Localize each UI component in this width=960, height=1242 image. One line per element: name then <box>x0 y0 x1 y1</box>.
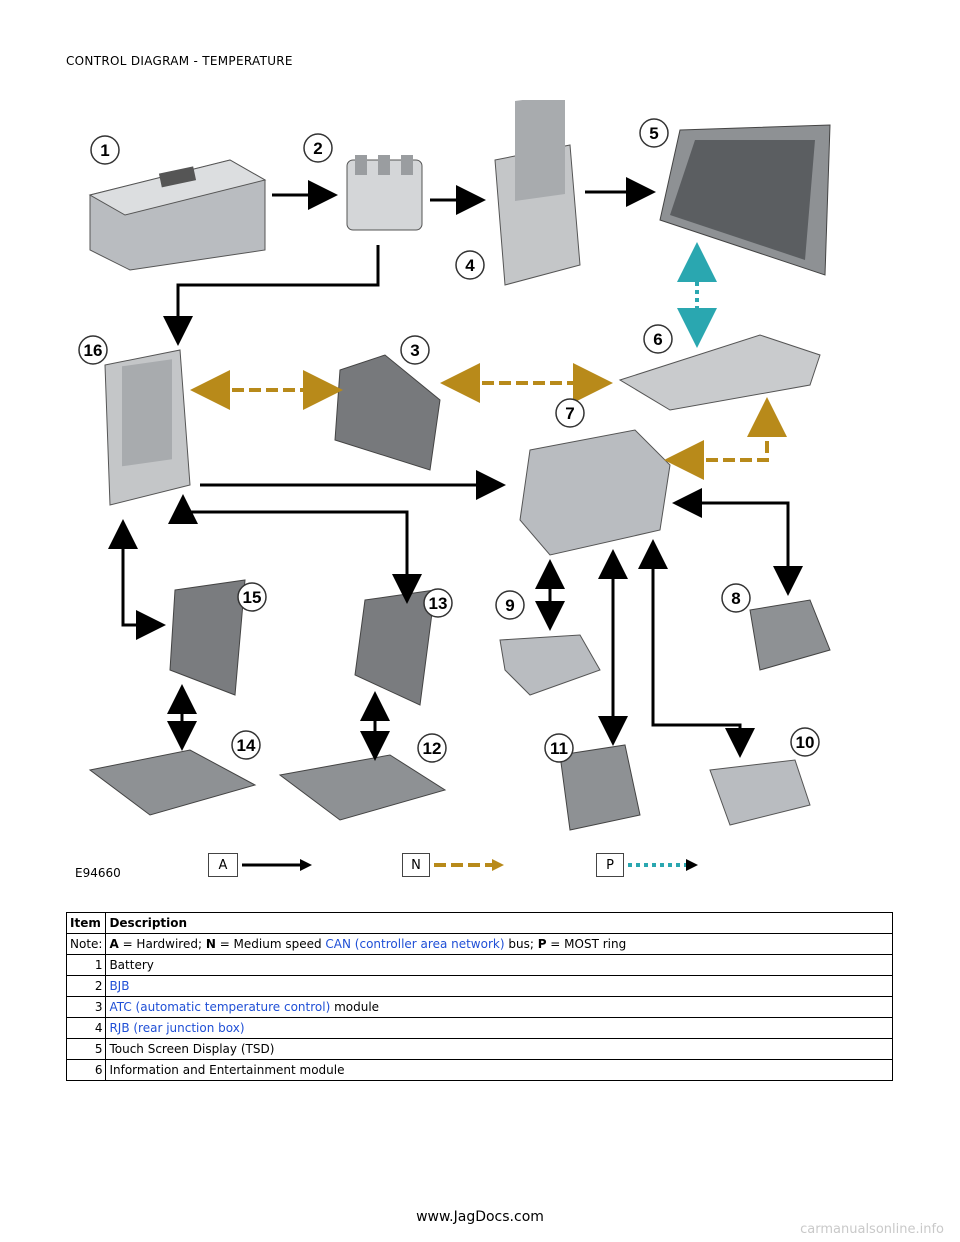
header-item: Item <box>65 912 107 934</box>
callout-circle-2 <box>303 133 333 163</box>
callout-label-14: 14 <box>237 736 256 755</box>
row-description: Information and Entertainment module <box>105 1059 893 1081</box>
callout-label-10: 10 <box>796 733 815 752</box>
callout-label-8: 8 <box>731 589 740 608</box>
actuator-8-illustration <box>749 599 831 671</box>
header-description: Description <box>105 912 893 934</box>
row-description: ATC (automatic temperature control) modu… <box>105 996 893 1018</box>
callout-circle-7 <box>555 398 585 428</box>
callout-label-7: 7 <box>565 404 574 423</box>
callout-circle-6 <box>643 324 673 354</box>
sensor-13-illustration <box>354 589 436 706</box>
callout-label-11: 11 <box>550 739 568 758</box>
callout-circle-16 <box>78 335 108 365</box>
atc-module-illustration <box>334 354 441 471</box>
table-header-row: Item Description <box>65 912 893 934</box>
row-description: Touch Screen Display (TSD) <box>105 1038 893 1060</box>
hardwired-connections <box>108 177 803 761</box>
tsd-illustration <box>659 124 831 276</box>
note-row: Note: A = Hardwired; N = Medium speed CA… <box>65 933 893 955</box>
actuator-11-illustration <box>559 744 641 831</box>
row-description-text: Touch Screen Display (TSD) <box>109 1042 275 1056</box>
row-item-number: 2 <box>65 975 107 997</box>
callout-label-12: 12 <box>423 739 442 758</box>
sensor-15-illustration <box>169 579 246 696</box>
legend-arrow-can <box>434 859 504 871</box>
callout-label-2: 2 <box>313 139 322 158</box>
row-description-link[interactable]: RJB (rear junction box) <box>109 1021 245 1035</box>
callout-circle-13 <box>423 588 453 618</box>
callout-label-4: 4 <box>465 256 475 275</box>
callout-circle-14 <box>231 730 261 760</box>
row-item-number: 6 <box>65 1059 107 1081</box>
row-item-number: 3 <box>65 996 107 1018</box>
callout-circle-9 <box>495 590 525 620</box>
note-text: A = Hardwired; N = Medium speed CAN (con… <box>105 933 893 955</box>
row-description-text: Battery <box>109 958 154 972</box>
callout-label-6: 6 <box>653 330 662 349</box>
row-description-tail: module <box>330 1000 380 1014</box>
callout-label-5: 5 <box>649 124 658 143</box>
panel-12-illustration <box>278 754 447 821</box>
legend-key-p: P <box>596 853 624 877</box>
row-description-link[interactable]: BJB <box>109 979 130 993</box>
callout-label-16: 16 <box>84 341 103 360</box>
callout-circle-5 <box>639 118 669 148</box>
legend-arrow-hardwired <box>242 859 312 871</box>
figure-id: E94660 <box>75 866 121 880</box>
row-description-link[interactable]: ATC (automatic temperature control) <box>109 1000 331 1014</box>
callout-label-13: 13 <box>429 594 448 613</box>
callout-label-1: 1 <box>100 141 109 160</box>
row-item-number: 1 <box>65 954 107 976</box>
callout-circle-10 <box>790 727 820 757</box>
legend-key-n: N <box>402 853 430 877</box>
footer-site: www.JagDocs.com <box>416 1209 544 1225</box>
actuator-9-illustration <box>499 634 601 696</box>
panel-14-illustration <box>88 749 257 816</box>
callout-label-15: 15 <box>243 588 262 607</box>
hvac-module-illustration <box>519 429 671 556</box>
page-title: CONTROL DIAGRAM - TEMPERATURE <box>66 54 293 68</box>
callout-circle-11 <box>544 733 574 763</box>
callout-label-3: 3 <box>410 341 419 360</box>
callout-circle-3 <box>400 335 430 365</box>
callout-label-9: 9 <box>505 596 514 615</box>
row-description: Battery <box>105 954 893 976</box>
can-link[interactable]: CAN (controller area network) <box>325 937 505 951</box>
row-description: RJB (rear junction box) <box>105 1017 893 1039</box>
can-bus-connections <box>190 363 787 480</box>
actuator-10-illustration <box>709 759 811 826</box>
battery-illustration <box>88 159 267 271</box>
bjb-illustration <box>346 155 423 231</box>
row-item-number: 4 <box>65 1017 107 1039</box>
callout-circle-4 <box>455 250 485 280</box>
item-table: Item Description Note: A = Hardwired; N … <box>65 912 893 1081</box>
callout-circle-15 <box>237 582 267 612</box>
info-entertainment-illustration <box>618 334 821 411</box>
row-item-number: 5 <box>65 1038 107 1060</box>
note-label: Note: <box>65 933 107 955</box>
row-description: BJB <box>105 975 893 997</box>
callout-circle-1 <box>90 135 120 165</box>
callout-circle-8 <box>721 583 751 613</box>
legend-key-a: A <box>208 853 238 877</box>
rjb-illustration <box>494 100 581 286</box>
legend-arrow-most <box>628 859 698 871</box>
watermark: carmanualsonline.info <box>800 1222 944 1237</box>
callout-circle-12 <box>417 733 447 763</box>
row-description-text: Information and Entertainment module <box>109 1063 345 1077</box>
junction-box-16-illustration <box>104 349 191 506</box>
